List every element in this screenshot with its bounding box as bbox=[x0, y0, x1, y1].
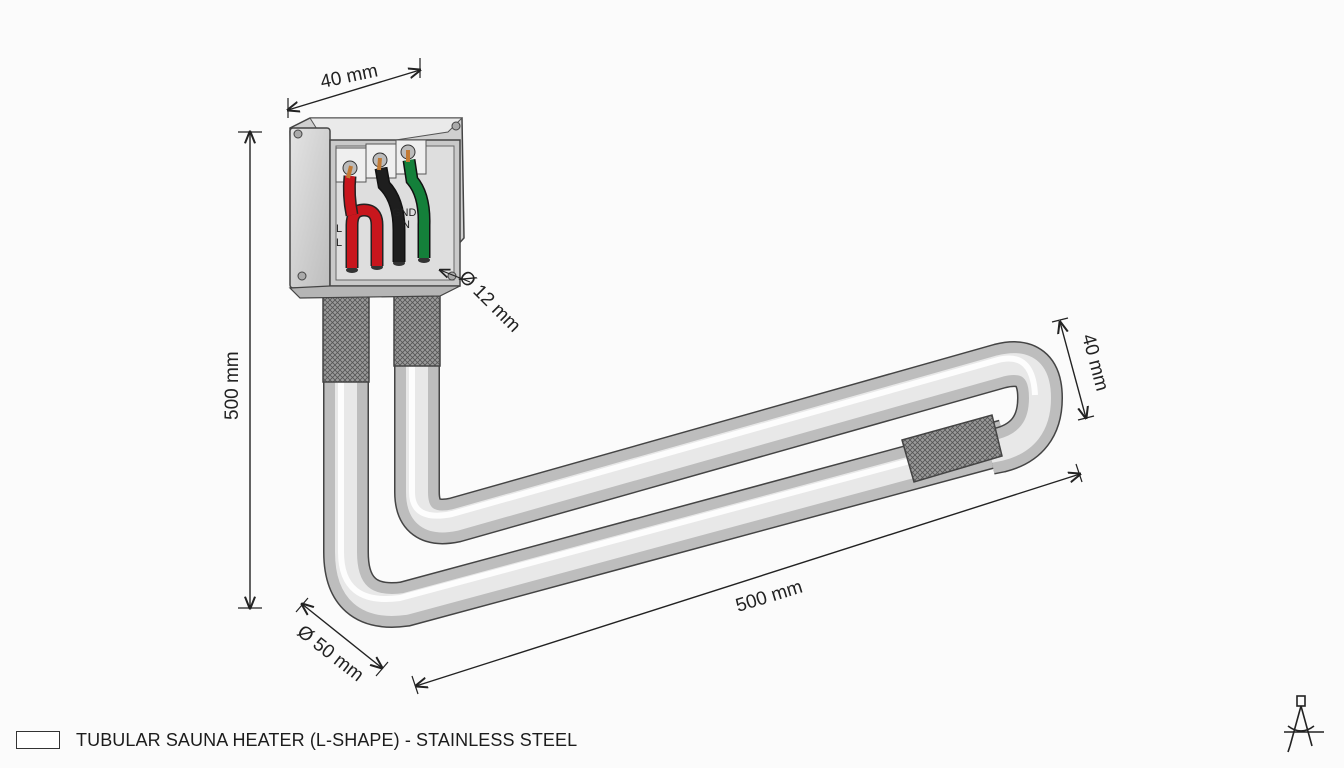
knurled-sleeve-left bbox=[322, 295, 370, 383]
dim-box-width-label: 40 mm bbox=[319, 60, 380, 93]
dim-length-label: 500 mm bbox=[733, 577, 805, 617]
wires bbox=[342, 150, 431, 268]
dim-tube-diameter-label: Ø 12 mm bbox=[454, 267, 524, 337]
legend-swatch bbox=[16, 731, 60, 749]
heater-tube-outer bbox=[323, 290, 1011, 628]
dim-bend-width-label: 40 mm bbox=[1077, 332, 1112, 394]
drafting-compass-icon bbox=[1284, 695, 1324, 753]
dim-bend-diameter-label: Ø 50 mm bbox=[293, 621, 367, 686]
wire-label-gnd: GND bbox=[392, 207, 417, 219]
knurled-sleeve-end bbox=[901, 414, 1003, 483]
wire-label-n: N bbox=[402, 219, 410, 231]
dim-box-width: 40 mm bbox=[288, 58, 420, 118]
dim-height: 500 mm bbox=[222, 132, 262, 608]
legend: TUBULAR SAUNA HEATER (L-SHAPE) - STAINLE… bbox=[16, 728, 577, 752]
wire-label-l1: L bbox=[336, 223, 342, 235]
dim-height-label: 500 mm bbox=[222, 351, 243, 420]
legend-label: TUBULAR SAUNA HEATER (L-SHAPE) - STAINLE… bbox=[76, 729, 578, 750]
wire-label-l2: L bbox=[336, 237, 342, 249]
